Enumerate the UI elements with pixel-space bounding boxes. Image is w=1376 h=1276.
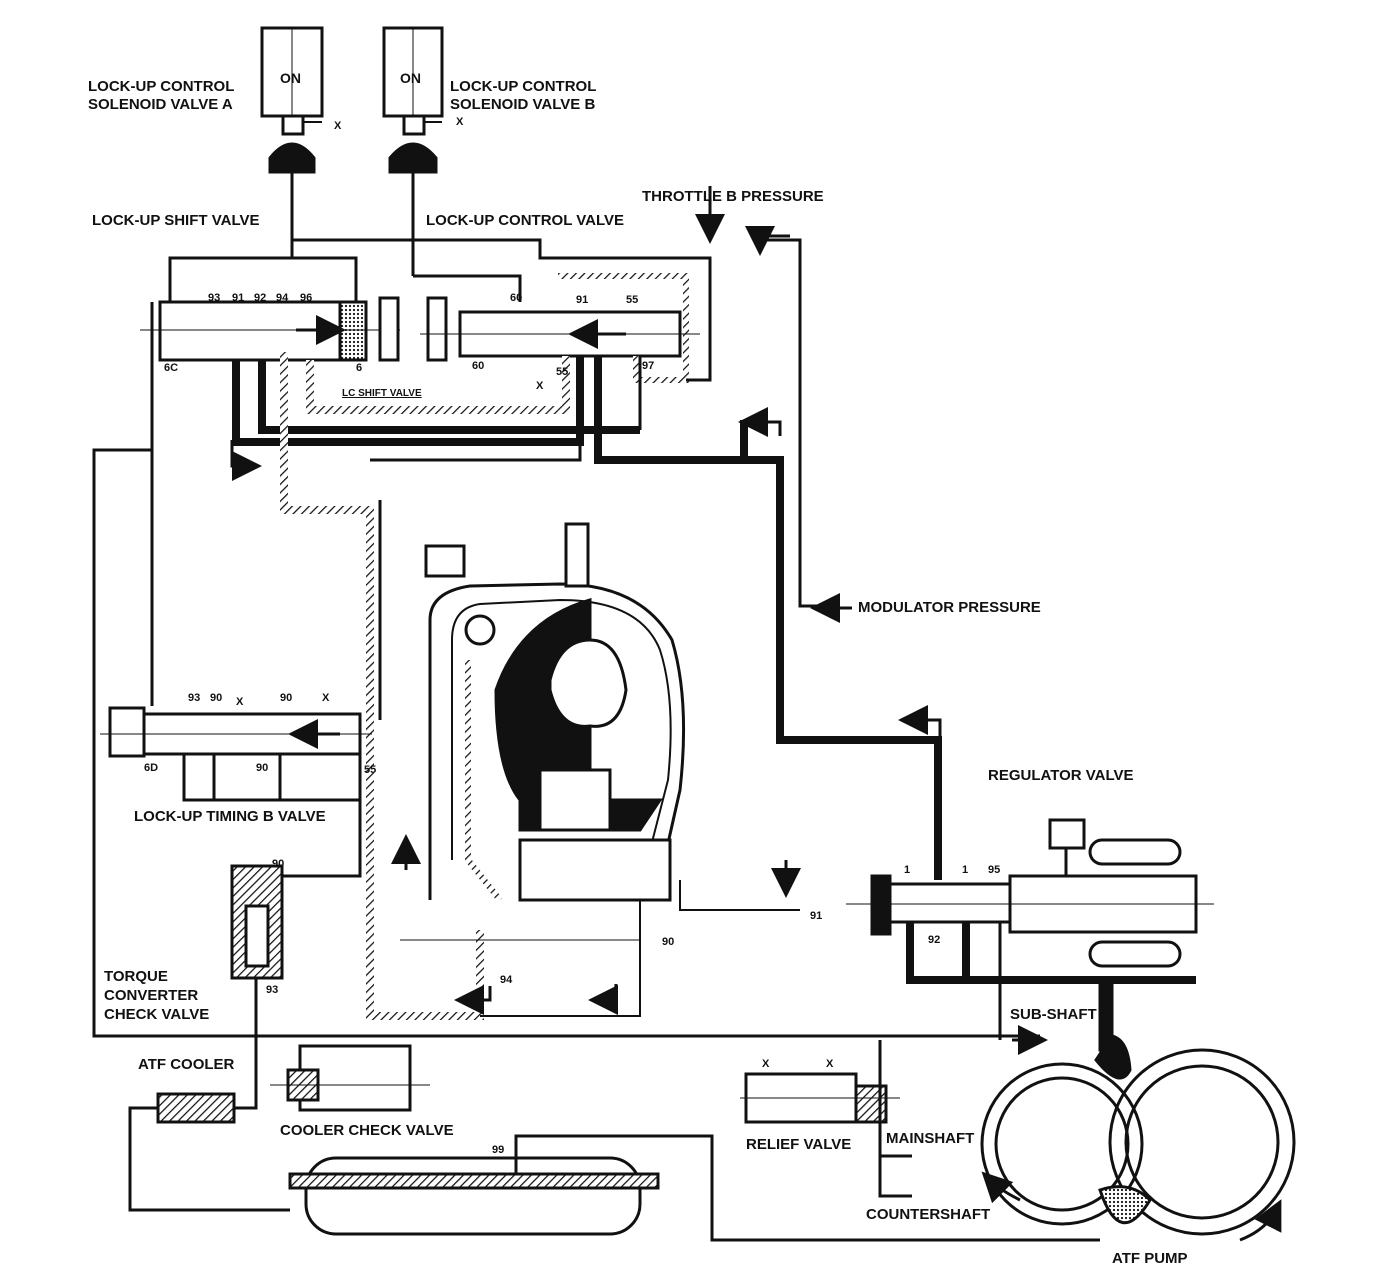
port-1b-reg: 1 — [962, 864, 969, 876]
atf-pump-label: ATF PUMP — [1112, 1250, 1188, 1267]
solenoid-b-label-line2: SOLENOID VALVE B — [450, 96, 596, 113]
port-91-ctrl: 91 — [576, 294, 589, 306]
lockup-timing-b-valve-body — [100, 706, 372, 802]
torque-converter-check-valve-label-3: CHECK VALVE — [104, 1006, 210, 1023]
port-x2-timing: X — [322, 692, 330, 704]
lockup-timing-b-valve-label: LOCK-UP TIMING B VALVE — [134, 808, 326, 825]
port-90-tc: 90 — [272, 858, 285, 870]
mainshaft-label: MAINSHAFT — [886, 1130, 975, 1147]
port-95-reg: 95 — [988, 864, 1001, 876]
lc-shift-valve-label: LC SHIFT VALVE — [342, 388, 422, 399]
port-x-ctrl: X — [536, 380, 544, 392]
port-x1-relief: X — [762, 1058, 770, 1070]
torque-converter-check-valve-label-1: TORQUE — [104, 968, 168, 985]
torque-converter-check-valve-label-2: CONVERTER — [104, 987, 199, 1004]
port-90-conv: 90 — [662, 936, 675, 948]
atf-cooler-label: ATF COOLER — [138, 1056, 235, 1073]
port-93-shift: 93 — [208, 292, 221, 304]
port-93-tc: 93 — [266, 984, 279, 996]
atf-cooler — [128, 1036, 290, 1212]
port-91-shift: 91 — [232, 292, 245, 304]
solenoid-b-x: X — [456, 116, 464, 128]
solenoid-a-label-line1: LOCK-UP CONTROL — [88, 78, 235, 95]
port-6c: 6C — [164, 362, 179, 374]
port-90-timing-bot: 90 — [256, 762, 269, 774]
port-6d: 6D — [144, 762, 159, 774]
lockup-control-valve-body — [420, 273, 700, 383]
port-92-reg: 92 — [928, 934, 941, 946]
atf-pump — [980, 978, 1296, 1242]
regulator-valve-label: REGULATOR VALVE — [988, 767, 1134, 784]
port-92-shift: 92 — [254, 292, 267, 304]
modulator-pressure-label: MODULATOR PRESSURE — [858, 599, 1041, 616]
relief-valve-label: RELIEF VALVE — [746, 1136, 852, 1153]
regulator-valve-body — [846, 818, 1214, 1040]
port-91-conv: 91 — [810, 910, 823, 922]
lockup-shift-valve-body — [140, 296, 400, 362]
force-symbol: F — [550, 617, 561, 637]
solenoid-valve-b — [382, 26, 444, 276]
oil-pan — [288, 1134, 1100, 1242]
port-94-shift: 94 — [276, 292, 289, 304]
port-60-ctrl-bot: 60 — [472, 360, 485, 372]
relief-valve-body — [740, 1040, 912, 1198]
port-55-timing: 55 — [364, 764, 377, 776]
torque-converter-check-valve-body — [230, 800, 362, 1036]
port-93-timing: 93 — [188, 692, 201, 704]
port-6: 6 — [356, 362, 363, 374]
port-55-ctrl: 55 — [626, 294, 639, 306]
sub-shaft-label: SUB-SHAFT — [1010, 1006, 1097, 1023]
port-97-ctrl: 97 — [642, 360, 655, 372]
port-60-ctrl-top: 60 — [510, 292, 523, 304]
port-90-timing-top: 90 — [210, 692, 223, 704]
port-55b-ctrl: 55 — [556, 366, 569, 378]
solenoid-b-state: ON — [400, 70, 421, 86]
port-1a-reg: 1 — [904, 864, 911, 876]
solenoid-a-label-line2: SOLENOID VALVE A — [88, 96, 233, 113]
solenoid-a-state: ON — [280, 70, 301, 86]
solenoid-b-label-line1: LOCK-UP CONTROL — [450, 78, 597, 95]
lockup-shift-valve-label: LOCK-UP SHIFT VALVE — [92, 212, 260, 229]
port-90-timing-mid: 90 — [280, 692, 293, 704]
port-96-shift: 96 — [300, 292, 313, 304]
port-x1-timing: X — [236, 696, 244, 708]
port-x2-relief: X — [826, 1058, 834, 1070]
throttle-b-pressure-label: THROTTLE B PRESSURE — [642, 188, 824, 205]
solenoid-valve-a — [260, 26, 324, 258]
solenoid-a-x: X — [334, 120, 342, 132]
port-94-conv: 94 — [500, 974, 513, 986]
lockup-control-valve-label: LOCK-UP CONTROL VALVE — [426, 212, 625, 229]
torque-converter — [400, 522, 800, 1017]
cooler-check-valve-label: COOLER CHECK VALVE — [280, 1122, 454, 1139]
port-99-pan: 99 — [492, 1144, 505, 1156]
cooler-check-valve-body — [270, 1044, 430, 1112]
countershaft-label: COUNTERSHAFT — [866, 1206, 991, 1223]
